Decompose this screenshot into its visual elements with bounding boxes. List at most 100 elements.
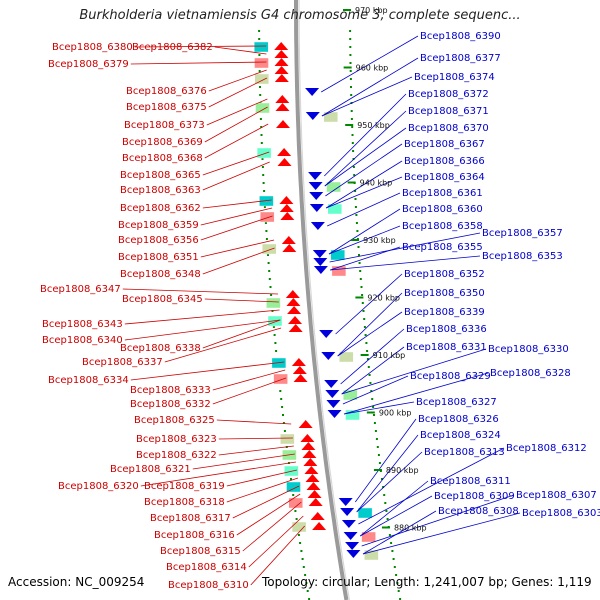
tick-dot	[367, 366, 370, 368]
tick-dot	[357, 246, 360, 248]
tick-dot	[295, 518, 298, 520]
gene-arrow	[288, 324, 303, 332]
tick-dot	[358, 254, 360, 256]
tick-dot	[351, 126, 354, 128]
right-gene-label: Bcep1808_6350	[404, 288, 485, 299]
scale-tick	[373, 469, 382, 471]
scale-tick	[381, 526, 390, 529]
gene-box	[266, 297, 281, 309]
left-gene-label: Bcep1808_6343	[42, 319, 123, 330]
tick-dot	[349, 30, 352, 32]
right-leader-line	[328, 225, 401, 255]
tick-dot	[363, 318, 366, 320]
scale-label: 970 kbp	[355, 6, 388, 15]
left-gene-label: Bcep1808_6347	[40, 284, 121, 295]
right-leader-line	[324, 110, 407, 187]
right-leader-line	[361, 494, 515, 547]
left-leader-line	[218, 437, 293, 440]
tick-dot	[282, 422, 285, 424]
tick-dot	[264, 222, 267, 224]
gene-arrow	[309, 204, 324, 212]
tick-dot	[349, 62, 352, 64]
tick-dot	[268, 278, 271, 280]
tick-dot	[359, 270, 362, 272]
tick-dot	[356, 230, 359, 232]
tick-dot	[282, 414, 284, 416]
gene-features	[253, 41, 379, 561]
left-leader-line	[140, 461, 296, 487]
tick-dot	[355, 222, 358, 224]
gene-arrow	[310, 222, 325, 230]
left-gene-label: Bcep1808_6338	[120, 343, 201, 354]
gene-arrow	[308, 172, 323, 180]
gene-box	[330, 249, 345, 261]
gene-box	[339, 351, 354, 363]
right-gene-label: Bcep1808_6307	[516, 490, 597, 501]
gene-arrow	[276, 120, 290, 128]
tick-dot	[395, 574, 398, 576]
tick-dot	[366, 358, 369, 360]
scale-label: 930 kbp	[363, 236, 396, 245]
gene-box	[286, 481, 301, 493]
scale-tick	[343, 9, 352, 11]
tick-dot	[376, 446, 379, 448]
left-gene-label: Bcep1808_6316	[154, 530, 235, 541]
left-gene-label: Bcep1808_6337	[82, 357, 163, 368]
right-leader-line	[343, 401, 415, 415]
gene-box	[343, 389, 358, 401]
tick-dot	[353, 174, 356, 176]
right-gene-label: Bcep1808_6308	[438, 506, 519, 517]
scale-label: 900 kbp	[379, 409, 412, 418]
tick-dot	[390, 542, 393, 544]
tick-dot	[384, 502, 387, 504]
gene-arrow	[324, 380, 339, 388]
gene-arrow	[286, 298, 301, 306]
right-leader-line	[321, 57, 419, 117]
left-leader-line	[134, 45, 267, 48]
backbone	[294, 0, 350, 600]
left-gene-label: Bcep1808_6325	[134, 415, 215, 426]
tick-dot	[359, 278, 362, 280]
gene-arrow	[321, 352, 336, 360]
left-leader-line	[204, 123, 269, 159]
left-gene-label: Bcep1808_6379	[48, 59, 129, 70]
left-gene-label: Bcep1808_6340	[42, 335, 123, 346]
right-leader-line	[324, 93, 407, 177]
left-gene-label: Bcep1808_6373	[124, 120, 205, 131]
left-gene-label: Bcep1808_6332	[130, 399, 211, 410]
left-leader-line	[248, 515, 304, 568]
left-gene-label: Bcep1808_6322	[136, 450, 217, 461]
gene-arrow	[292, 366, 307, 374]
right-gene-label: Bcep1808_6313	[424, 447, 505, 458]
right-gene-label: Bcep1808_6366	[404, 156, 485, 167]
gene-arrow	[346, 550, 361, 558]
tick-dot	[351, 134, 354, 136]
gene-box	[273, 373, 288, 385]
tick-dot	[383, 494, 386, 496]
tick-dot	[392, 558, 395, 560]
tick-dot	[349, 70, 352, 72]
gene-arrow	[305, 474, 320, 482]
gene-box	[255, 102, 270, 114]
right-leader-line	[337, 311, 403, 357]
tick-dot	[263, 190, 266, 192]
tick-dot	[354, 206, 357, 208]
tick-dot	[304, 574, 307, 576]
left-gene-label: Bcep1808_6375	[126, 102, 207, 113]
right-gene-label: Bcep1808_6357	[482, 228, 563, 239]
scale-tick	[351, 239, 360, 241]
gene-box	[254, 57, 269, 69]
tick-dot	[349, 54, 352, 56]
gene-box	[357, 507, 373, 519]
tick-dot	[377, 454, 380, 456]
right-leader-line	[359, 480, 429, 537]
left-gene-label: Bcep1808_6315	[160, 546, 241, 557]
tick-dot	[297, 534, 300, 536]
right-leader-line	[356, 434, 419, 513]
gene-arrow	[301, 442, 316, 450]
left-leader-line	[208, 77, 268, 108]
gene-arrow	[306, 482, 321, 490]
tick-dot	[352, 150, 355, 152]
